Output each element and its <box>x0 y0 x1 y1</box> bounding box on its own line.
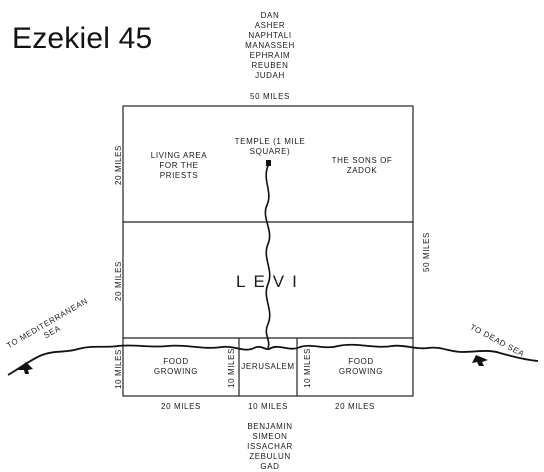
left-lower-miles-label: 10 MILES <box>114 349 123 389</box>
temple-stream <box>264 165 271 349</box>
page-title: Ezekiel 45 <box>12 22 153 55</box>
east-arrow-icon <box>472 355 488 366</box>
jerusalem-label: JERUSALEM <box>241 362 295 371</box>
bottom-right-miles-label: 20 MILES <box>335 402 375 411</box>
tribe-label: DAN <box>260 11 280 20</box>
food-right-label: FOOD GROWING <box>338 357 384 376</box>
tribe-label: JUDAH <box>255 71 285 80</box>
south-tribes-list: BENJAMIN SIMEON ISSACHAR ZEBULUN GAD <box>222 422 318 472</box>
left-upper-miles-label: 20 MILES <box>114 145 123 185</box>
tribe-label: EPHRAIM <box>249 51 291 60</box>
bottom-center-miles-label: 10 MILES <box>248 402 288 411</box>
food-left-label: FOOD GROWING <box>153 357 199 376</box>
temple-label: TEMPLE (1 MILE SQUARE) <box>234 137 306 156</box>
tribe-label: REUBEN <box>251 61 289 70</box>
levi-label: LEVI <box>236 272 305 291</box>
map-outline <box>122 105 414 397</box>
tribe-label: GAD <box>260 462 280 471</box>
top-width-label: 50 MILES <box>250 92 290 101</box>
tribe-label: ZEBULUN <box>249 452 291 461</box>
bottom-left-miles-label: 20 MILES <box>161 402 201 411</box>
tribe-label: ASHER <box>254 21 286 30</box>
west-arrow-icon <box>18 362 33 374</box>
east-west-river <box>7 343 539 376</box>
tribe-label: BENJAMIN <box>247 422 293 431</box>
temple-marker <box>266 160 271 166</box>
right-height-miles-label: 50 MILES <box>422 232 431 272</box>
tribe-label: NAPHTALI <box>248 31 292 40</box>
left-middle-miles-label: 20 MILES <box>114 261 123 301</box>
tribe-label: ISSACHAR <box>247 442 293 451</box>
north-tribes-list: DAN ASHER NAPHTALI MANASSEH EPHRAIM REUB… <box>222 11 318 81</box>
jerusalem-right-miles-label: 10 MILES <box>303 348 312 388</box>
priests-area-label: LIVING AREA FOR THE PRIESTS <box>150 151 208 180</box>
zadok-label: THE SONS OF ZADOK <box>331 156 393 175</box>
jerusalem-left-miles-label: 10 MILES <box>227 348 236 388</box>
tribe-label: SIMEON <box>252 432 288 441</box>
tribe-label: MANASSEH <box>245 41 295 50</box>
